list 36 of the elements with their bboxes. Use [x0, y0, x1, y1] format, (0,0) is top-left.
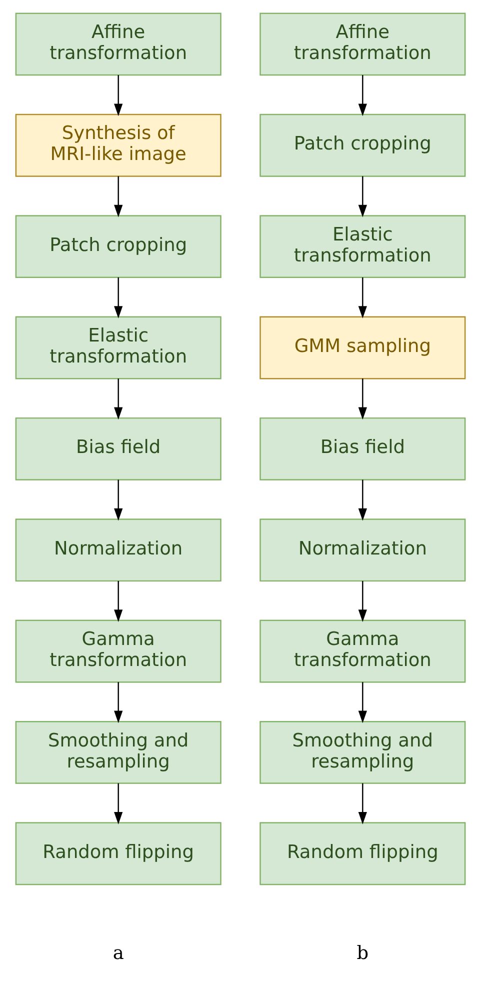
node-box: Patch cropping — [260, 114, 466, 177]
arrow — [114, 682, 123, 724]
arrow — [114, 580, 123, 622]
arrow — [358, 580, 367, 622]
arrow — [114, 480, 123, 521]
arrow — [114, 176, 123, 218]
node-box: Smoothing and resampling — [15, 720, 222, 784]
arrow — [358, 277, 367, 318]
node-box: Synthesis of MRI-like image — [15, 114, 222, 177]
node-box: Smoothing and resampling — [260, 720, 466, 784]
arrow — [358, 75, 367, 116]
node-box: Bias field — [260, 417, 466, 480]
node-box: Normalization — [15, 518, 222, 582]
label: a — [112, 943, 124, 964]
arrow — [114, 783, 123, 824]
node-box: Random flipping — [260, 822, 466, 886]
node-box: Bias field — [15, 417, 222, 480]
arrow — [358, 176, 367, 218]
arrow — [358, 378, 367, 420]
arrow — [358, 682, 367, 724]
node-box: Normalization — [260, 518, 466, 582]
node-box: Patch cropping — [15, 215, 222, 278]
arrow — [358, 480, 367, 521]
node-box: Affine transformation — [260, 12, 466, 76]
arrow — [114, 75, 123, 116]
node-box: GMM sampling — [260, 316, 466, 380]
node-box: Gamma transformation — [260, 620, 466, 683]
node-box: Elastic transformation — [15, 316, 222, 380]
arrow — [114, 277, 123, 318]
label: b — [356, 943, 369, 964]
arrow — [114, 378, 123, 420]
node-box: Random flipping — [15, 822, 222, 886]
node-box: Gamma transformation — [15, 620, 222, 683]
node-box: Affine transformation — [15, 12, 222, 76]
arrow — [358, 783, 367, 824]
node-box: Elastic transformation — [260, 215, 466, 278]
